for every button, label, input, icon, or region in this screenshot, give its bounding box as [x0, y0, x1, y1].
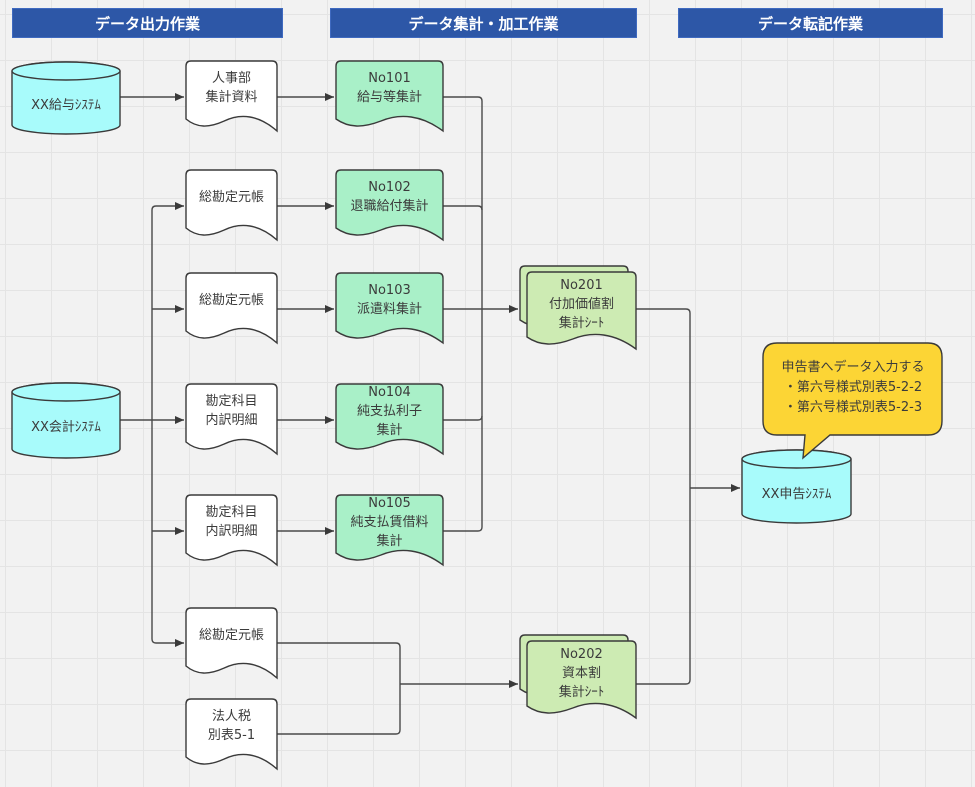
aggregation-document-no101 — [335, 60, 444, 133]
aggregation-document-no105 — [335, 494, 444, 567]
source-document-7 — [185, 698, 278, 771]
aggregation-document-no104 — [335, 383, 444, 456]
source-document-5 — [185, 494, 278, 567]
source6-7-bus — [277, 642, 401, 735]
system-accounting-cylinder-top — [11, 382, 121, 402]
callout-line-3: ・第六号様式別表5-2-3 — [783, 400, 923, 415]
source-document-1 — [185, 60, 278, 133]
system-payroll-cylinder — [11, 61, 121, 135]
header-aggregate: データ集計・加工作業 — [330, 8, 637, 38]
aggregation-document-no102 — [335, 169, 444, 242]
aggregation-bus — [443, 96, 483, 532]
accounting-bus — [151, 205, 157, 644]
system-filing-cylinder — [741, 449, 852, 524]
callout-bubble — [762, 342, 943, 460]
system-payroll-cylinder-top — [11, 61, 121, 81]
callout-line-2: ・第六号様式別表5-2-2 — [783, 380, 923, 395]
callout-text: 申告書へデータ入力する ・第六号様式別表5-2-2 ・第六号様式別表5-2-3 — [763, 358, 943, 418]
system-accounting-cylinder — [11, 382, 121, 459]
source-document-4 — [185, 383, 278, 456]
header-output: データ出力作業 — [12, 8, 283, 38]
header-transfer: データ転記作業 — [678, 8, 943, 38]
callout-line-1: 申告書へデータ入力する — [781, 360, 925, 375]
sheets-bus — [636, 308, 691, 685]
source-document-6 — [185, 607, 278, 680]
source-document-3 — [185, 272, 278, 345]
agg2-to-bus — [443, 205, 483, 211]
source-document-2 — [185, 169, 278, 242]
aggregation-document-no103 — [335, 272, 444, 345]
agg4-to-bus — [443, 415, 483, 421]
sheet-document-no202 — [526, 640, 637, 720]
system-filing-cylinder-top — [741, 449, 852, 469]
sheet-document-no201 — [526, 271, 637, 351]
connectors — [120, 93, 740, 735]
